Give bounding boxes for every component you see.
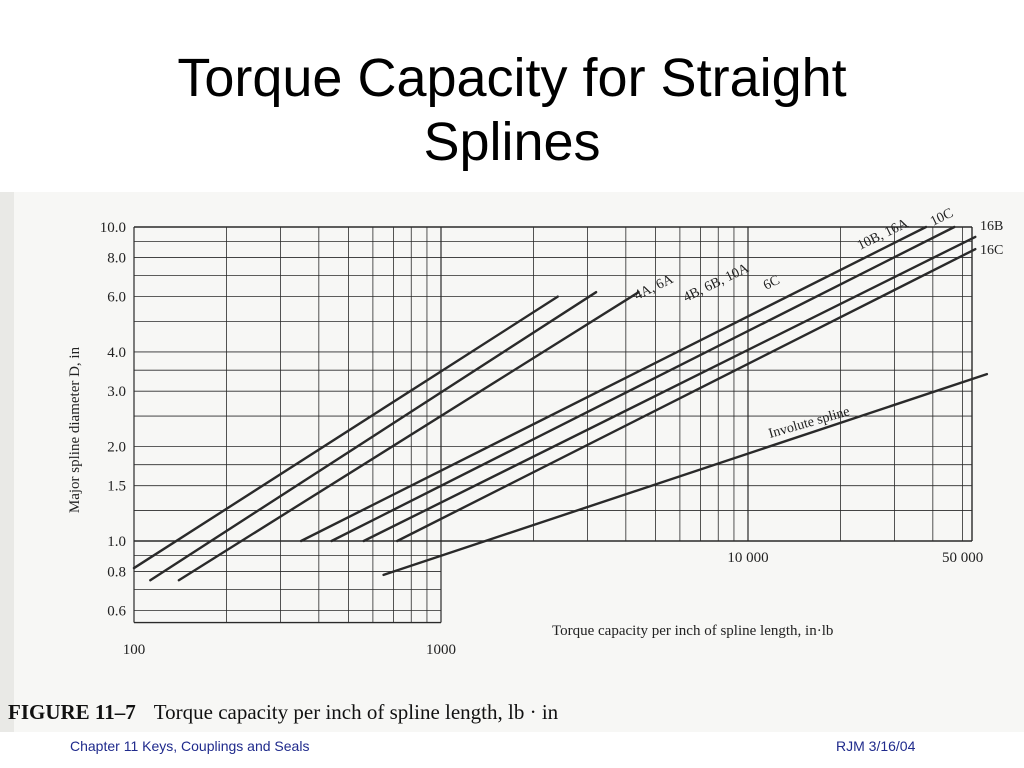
slide-title-line1: Torque Capacity for Straight <box>177 48 847 108</box>
y-tick-label: 4.0 <box>107 345 126 361</box>
y-tick-label: 2.0 <box>107 439 126 455</box>
y-tick-label: 1.0 <box>107 534 126 550</box>
y-tick-label: 6.0 <box>107 290 126 306</box>
x-tick-label: 10 000 <box>727 550 768 566</box>
y-axis-label: Major spline diameter D, in <box>67 346 83 513</box>
torque-capacity-chart: 10.0 8.0 6.0 4.0 3.0 2.0 1.5 1.0 0.8 0.6 100 1000 10… <box>67 206 1003 658</box>
chart-grid <box>133 226 973 624</box>
series-line <box>362 235 977 543</box>
series-line <box>149 290 598 582</box>
y-tick-label: 8.0 <box>107 250 126 266</box>
y-tick-label: 0.8 <box>107 564 126 580</box>
series-label: 6C <box>761 273 782 294</box>
series-label: 4B, 6B, 10A <box>681 261 752 306</box>
footer-author-date: RJM 3/16/04 <box>836 738 916 754</box>
slide-title-line2: Splines <box>423 112 601 172</box>
scan-edge <box>0 192 14 732</box>
figure-caption: FIGURE 11–7 Torque capacity per inch of s… <box>8 700 558 725</box>
footer-chapter: Chapter 11 Keys, Couplings and Seals <box>70 738 310 754</box>
series-label: 16B <box>980 219 1003 234</box>
x-axis-label: Torque capacity per inch of spline lengt… <box>552 623 833 639</box>
y-tick-label: 10.0 <box>100 220 126 236</box>
series-line <box>396 247 977 543</box>
series-line <box>330 225 956 543</box>
series-label: 10C <box>928 206 956 230</box>
series-line <box>382 372 989 577</box>
chart-series <box>132 225 989 582</box>
y-tick-label: 1.5 <box>107 479 126 495</box>
series-line <box>132 295 559 570</box>
x-tick-label: 50 000 <box>942 550 983 566</box>
series-line <box>299 225 928 543</box>
y-tick-label: 0.6 <box>107 604 126 620</box>
series-label: 16C <box>980 243 1003 258</box>
x-tick-label: 100 <box>123 642 146 658</box>
series-line <box>177 290 640 582</box>
y-tick-label: 3.0 <box>107 384 126 400</box>
slide-title: Torque Capacity for Straight Splines <box>0 46 1024 174</box>
chart-ticks: 10.0 8.0 6.0 4.0 3.0 2.0 1.5 1.0 0.8 0.6 100 1000 10… <box>100 220 983 658</box>
series-label: 4A, 6A <box>632 272 676 304</box>
x-tick-label: 1000 <box>426 642 456 658</box>
scanned-figure-background <box>0 192 1024 732</box>
figure-caption-label: FIGURE 11–7 <box>8 700 136 724</box>
figure-caption-text: Torque capacity per inch of spline lengt… <box>153 700 559 724</box>
